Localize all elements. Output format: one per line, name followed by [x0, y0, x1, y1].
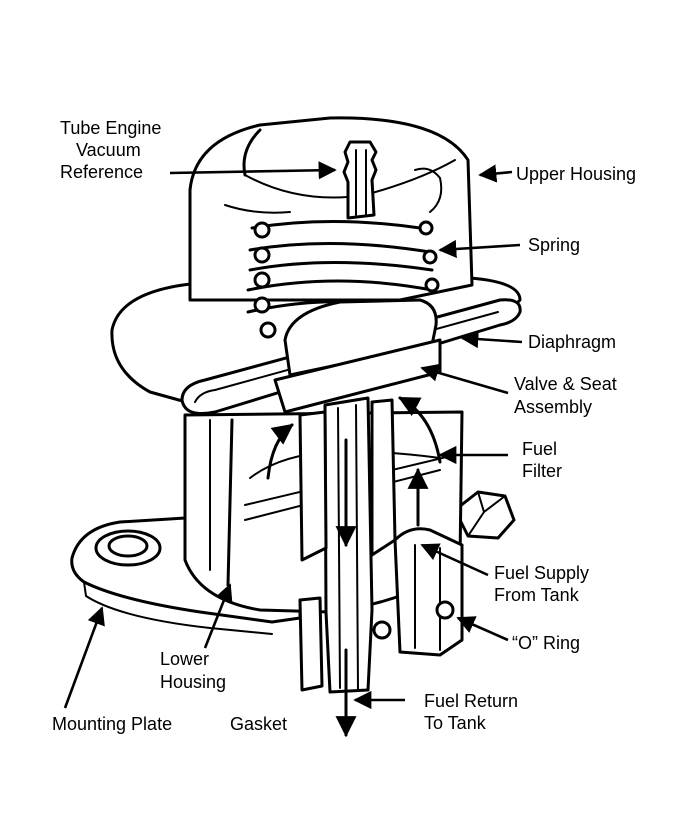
valve-seat-block-shape — [273, 298, 442, 414]
label-tube-engine-vacuum-reference-line2: Vacuum — [76, 140, 141, 160]
label-gasket: Gasket — [230, 714, 287, 734]
label-fuel-return-to-tank-line2: To Tank — [424, 713, 487, 733]
label-mounting-plate: Mounting Plate — [52, 714, 172, 734]
label-spring: Spring — [528, 235, 580, 255]
labels: Tube Engine Vacuum Reference Upper Housi… — [52, 118, 636, 734]
label-fuel-supply-from-tank-line1: Fuel Supply — [494, 563, 589, 583]
label-valve-seat-assembly-line1: Valve & Seat — [514, 374, 617, 394]
label-valve-seat-assembly-line2: Assembly — [514, 397, 592, 417]
label-tube-engine-vacuum-reference-line3: Reference — [60, 162, 143, 182]
leader-lines — [63, 161, 523, 738]
label-fuel-supply-from-tank-line2: From Tank — [494, 585, 580, 605]
label-tube-engine-vacuum-reference-line1: Tube Engine — [60, 118, 161, 138]
label-fuel-filter-line1: Fuel — [522, 439, 557, 459]
hex-nut-shape — [453, 490, 516, 540]
label-o-ring: “O” Ring — [512, 633, 580, 653]
fuel-supply-inlet-shape — [372, 527, 464, 657]
vacuum-tube-nipple-shape — [342, 140, 378, 220]
label-upper-housing: Upper Housing — [516, 164, 636, 184]
spring-coils-shape — [246, 220, 440, 339]
label-diaphragm: Diaphragm — [528, 332, 616, 352]
label-lower-housing-line1: Lower — [160, 649, 209, 669]
label-fuel-return-to-tank-line1: Fuel Return — [424, 691, 518, 711]
upper-housing-shape — [188, 116, 474, 302]
flow-arrows — [266, 396, 442, 548]
label-fuel-filter-line2: Filter — [522, 461, 562, 481]
label-lower-housing-line2: Housing — [160, 672, 226, 692]
